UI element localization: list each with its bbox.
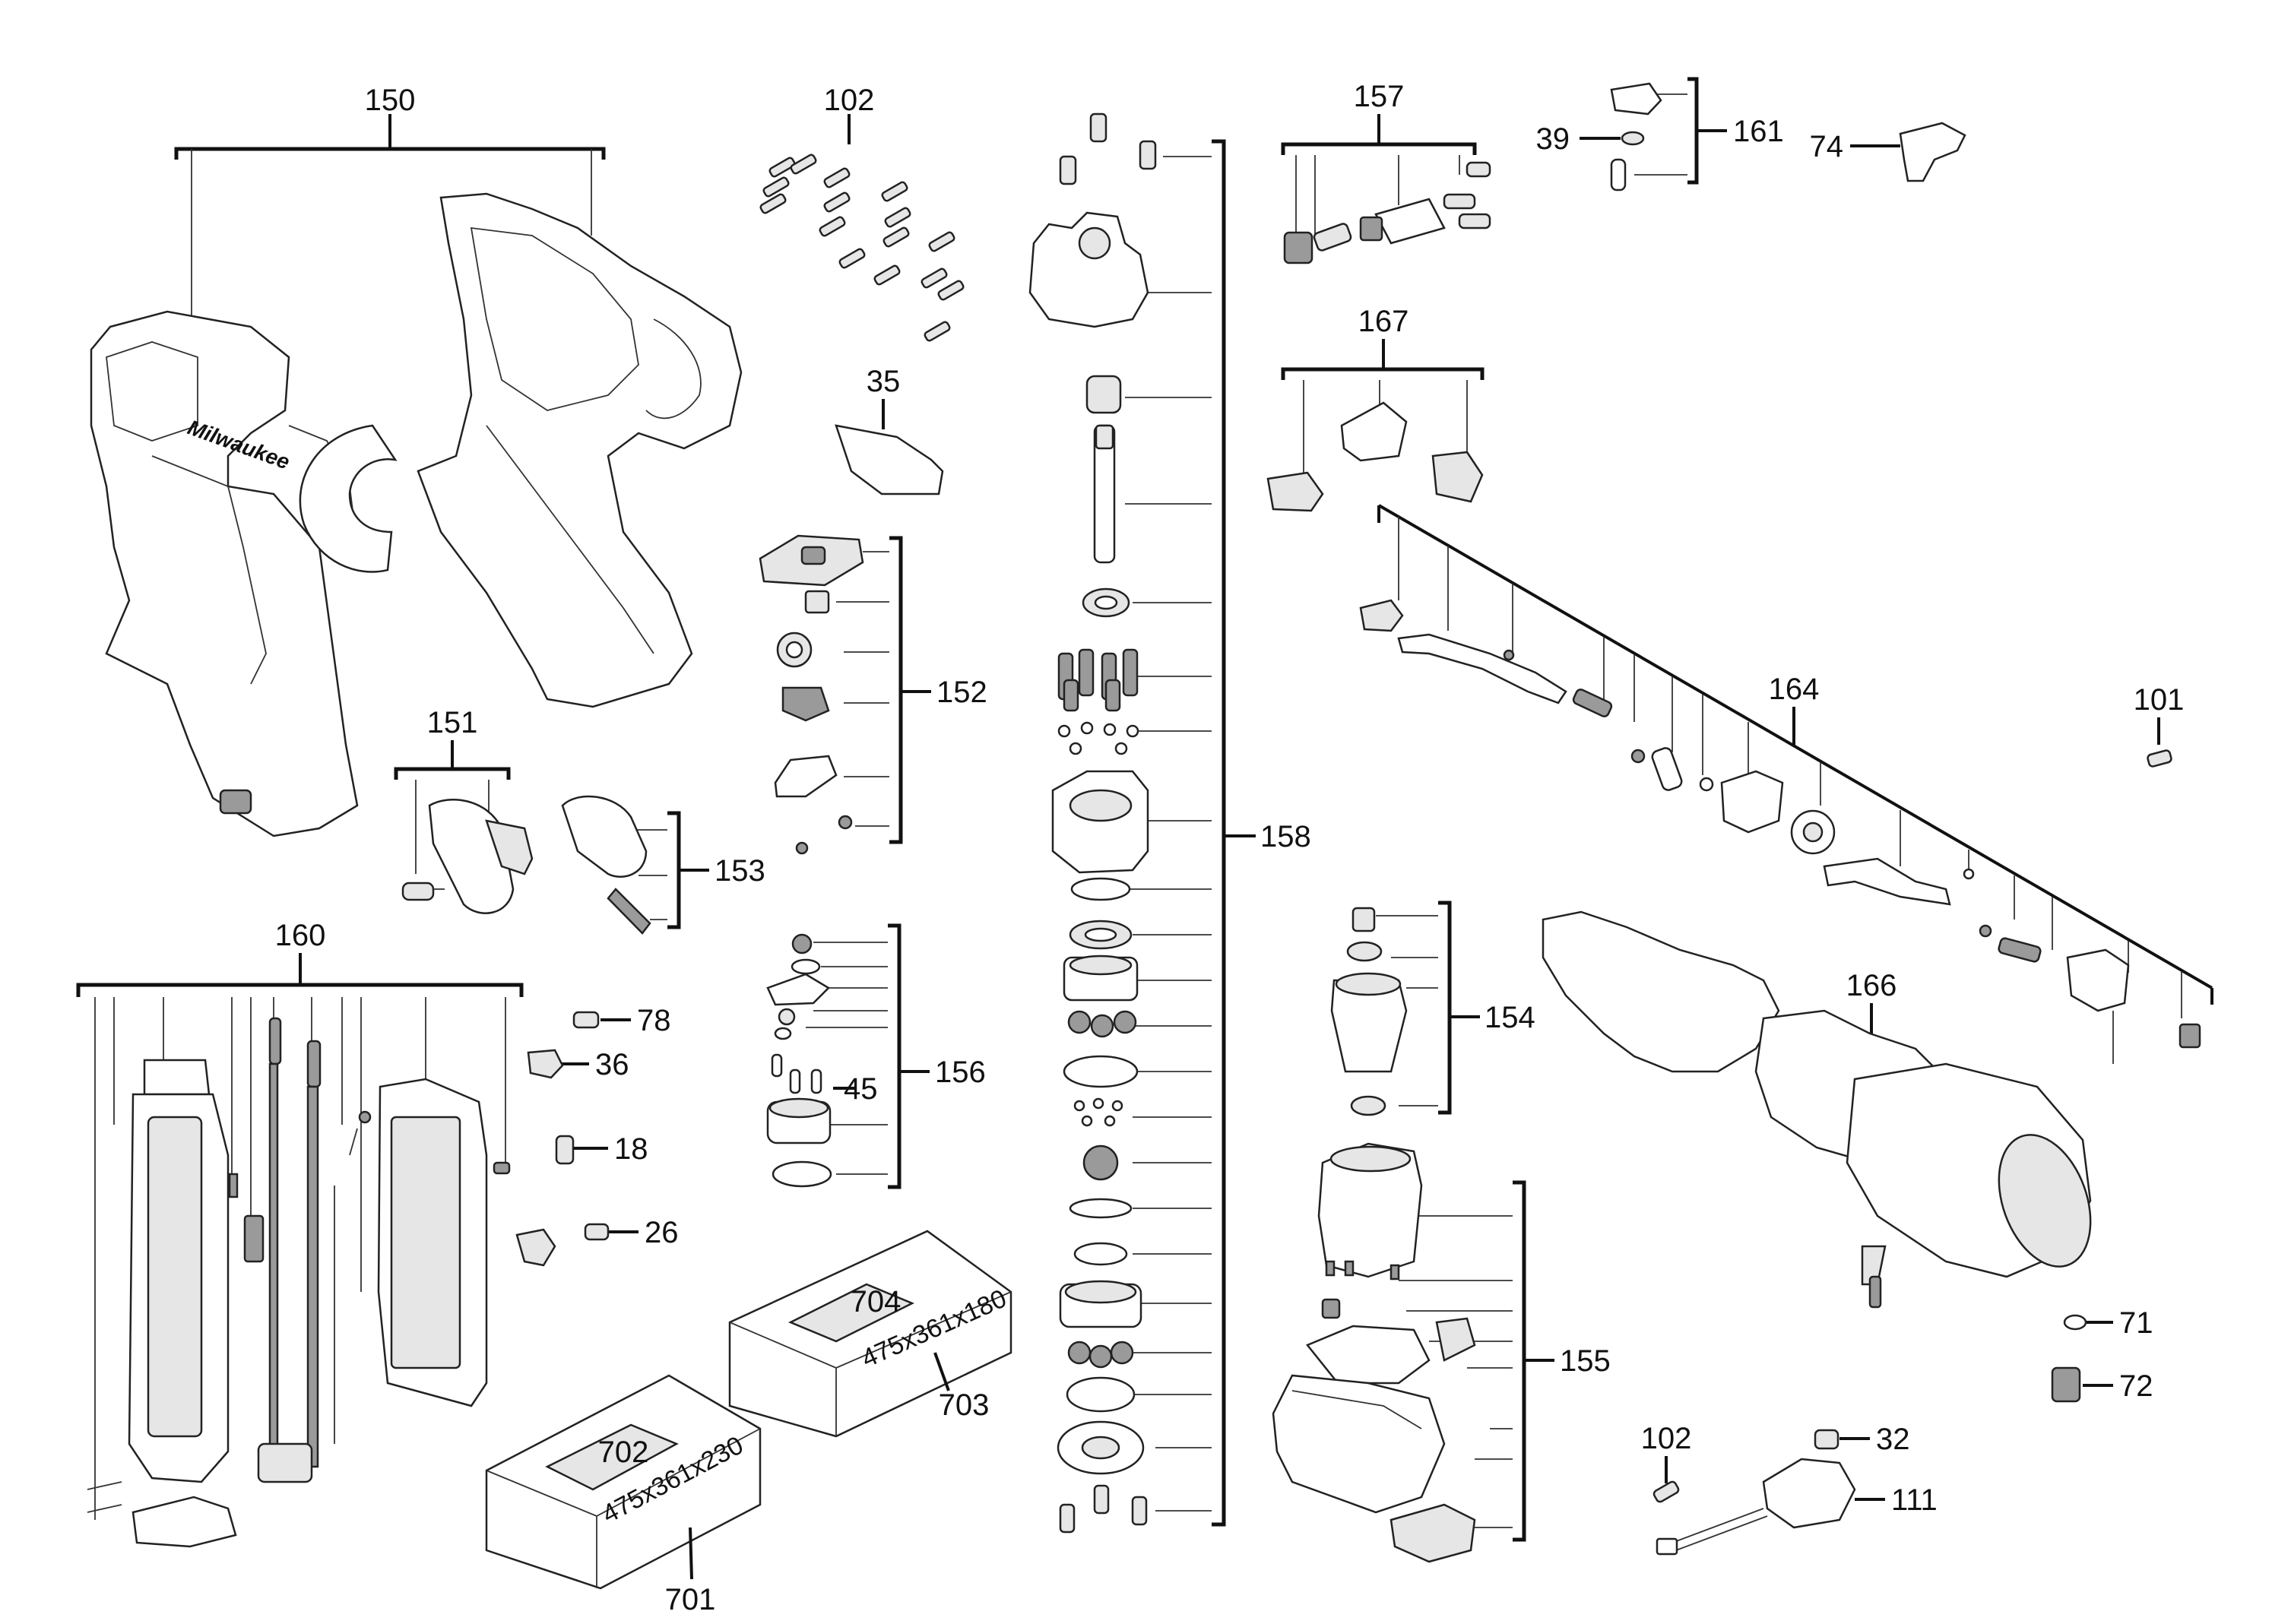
callout-78: 78 [637,1004,671,1037]
callout-32: 32 [1876,1423,1910,1456]
part-32-screw [1814,1429,1870,1450]
part-153-trigger [561,795,709,935]
part-101-screw [2147,717,2172,768]
part-151-hook [394,740,534,914]
callout-45: 45 [844,1072,878,1106]
callout-157: 157 [1354,80,1405,113]
part-18 [555,1135,608,1165]
callout-164: 164 [1769,673,1820,706]
part-26 [515,1223,639,1267]
part-102-screws [759,114,965,342]
part-152-bracket [759,534,931,855]
part-71 [2063,1314,2113,1331]
callout-151: 151 [427,706,478,739]
case-701-702: 475x361x230 [485,1374,762,1590]
callout-102-lower: 102 [1641,1422,1692,1455]
callout-155: 155 [1560,1344,1611,1378]
part-74 [1850,122,1966,182]
callout-161: 161 [1733,115,1784,148]
callout-702: 702 [598,1436,649,1469]
case-703-704: 475x361x180 [728,1230,1012,1438]
part-72 [2051,1366,2113,1403]
callout-703: 703 [939,1388,990,1422]
callout-18: 18 [614,1132,648,1166]
callout-166: 166 [1846,969,1897,1002]
part-78 [572,1011,631,1029]
callout-150: 150 [365,84,416,117]
part-156-gear-set [766,923,930,1189]
callout-111: 111 [1891,1483,1938,1517]
part-36 [527,1049,589,1079]
callout-167: 167 [1358,305,1409,338]
part-161-latch [1580,77,1727,192]
callout-35: 35 [867,365,901,398]
part-160-magazine [76,953,524,1548]
part-111-sensor [1656,1458,1885,1556]
callout-39: 39 [1536,122,1570,156]
callout-102: 102 [824,84,875,117]
callout-152: 152 [936,676,987,709]
callout-labels: 150 102 35 157 39 161 74 167 152 164 101… [275,80,2185,1616]
callout-158: 158 [1260,820,1311,853]
part-155-electronics [1272,1142,1554,1563]
part-154-armature [1330,901,1480,1116]
callout-71: 71 [2119,1306,2153,1340]
callout-156: 156 [935,1056,986,1089]
callout-101: 101 [2134,683,2185,717]
part-164-linkage [1359,504,2213,1064]
callout-154: 154 [1485,1001,1535,1034]
callout-153: 153 [715,854,765,888]
callout-36: 36 [595,1048,629,1081]
callout-704: 704 [851,1285,902,1319]
part-150-housing: Milwaukee [90,114,743,837]
part-167-caps [1266,339,1485,512]
callout-701: 701 [665,1583,716,1616]
part-166-motor [1542,910,2092,1309]
part-157-pin-set [1281,114,1491,264]
callout-26: 26 [645,1216,679,1249]
part-102b-screw [1652,1456,1680,1503]
callout-74: 74 [1810,130,1844,163]
part-35 [835,399,944,495]
callout-160: 160 [275,919,326,952]
callout-72: 72 [2119,1369,2153,1403]
part-158-drive-stack [1028,112,1256,1534]
